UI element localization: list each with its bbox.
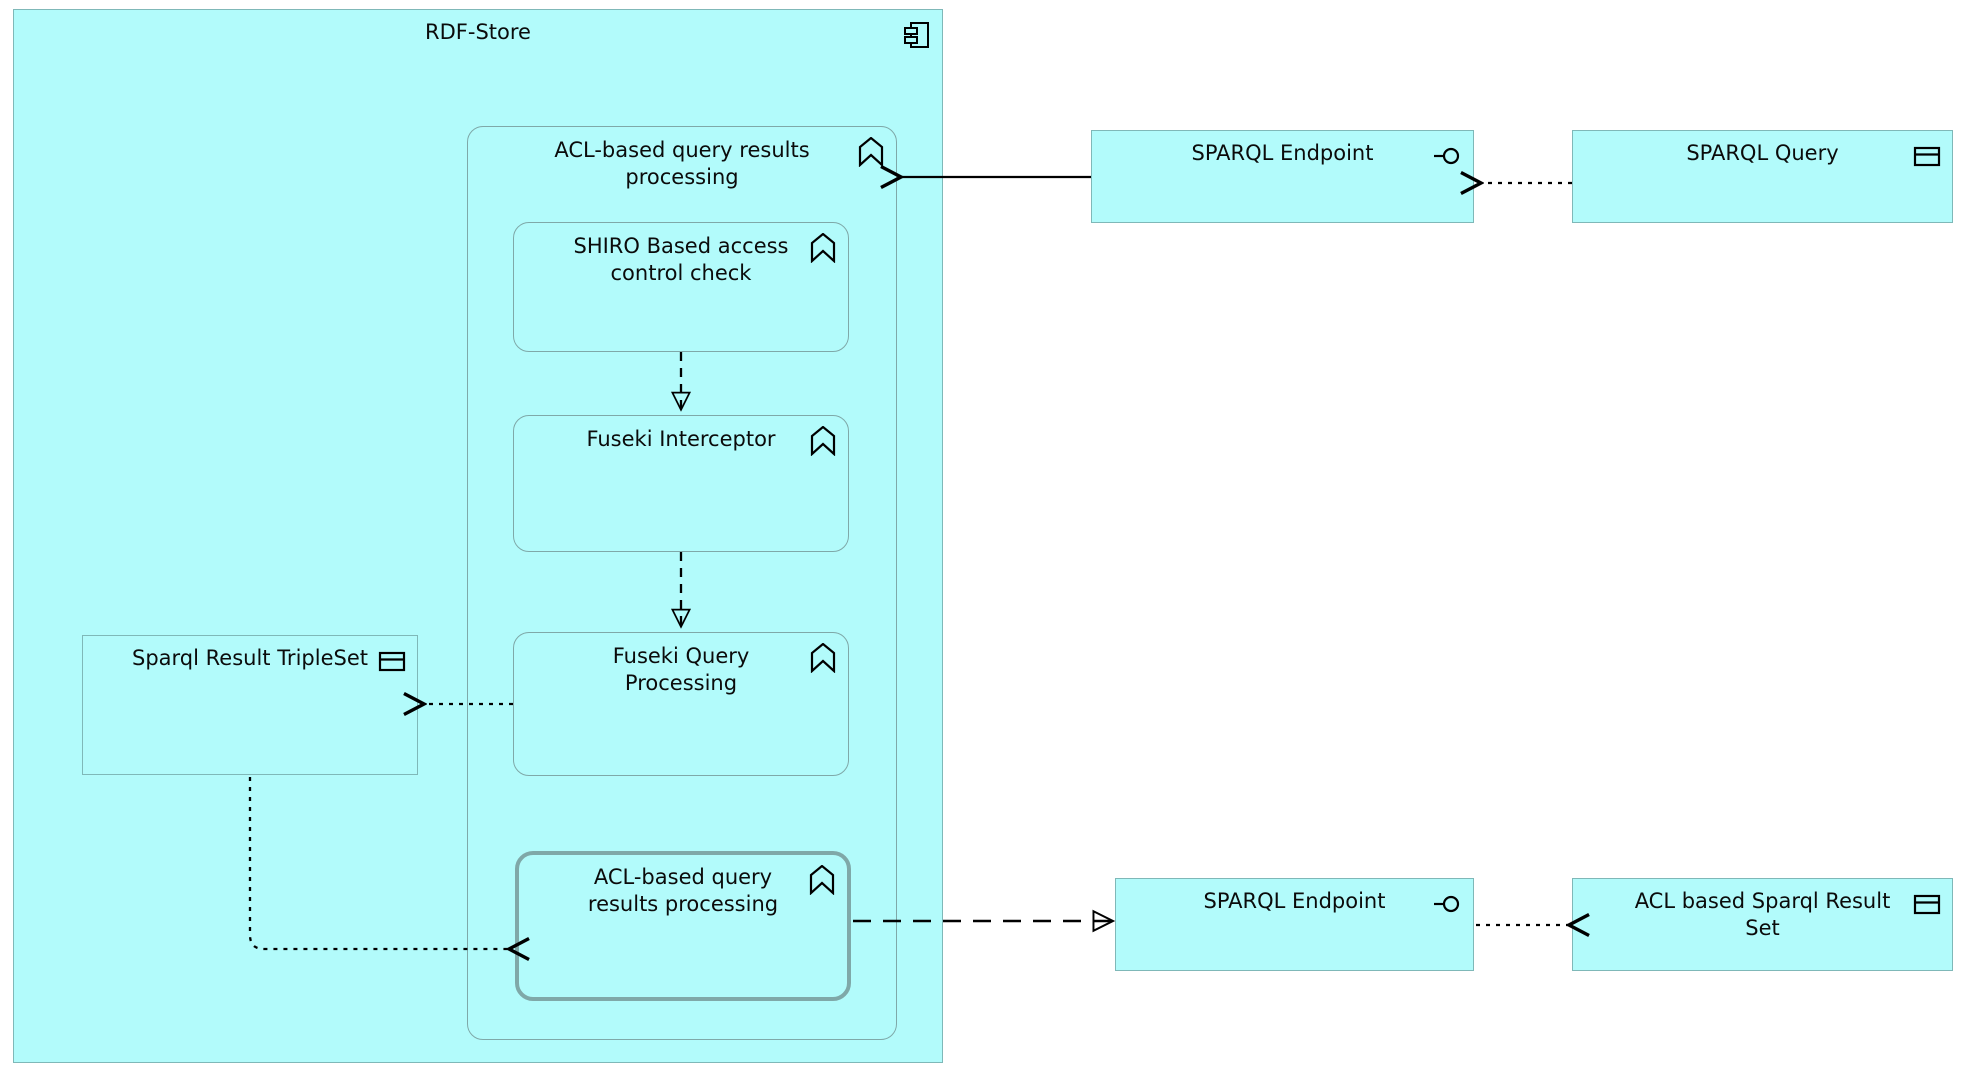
function-fuseki-query-processing-label: Fuseki Query Processing	[612, 644, 750, 695]
data-object-icon	[1912, 141, 1942, 171]
container-rdf-store-label: RDF-Store	[425, 20, 531, 44]
interface-sparql-endpoint-top[interactable]: SPARQL Endpoint	[1091, 130, 1474, 223]
function-shiro-based-access-control-check[interactable]: SHIRO Based access control check	[513, 222, 849, 352]
data-object-acl-based-sparql-result-set-label: ACL based Sparql Result Set	[1634, 889, 1891, 940]
provided-interface-lollipop-icon	[1433, 141, 1463, 171]
function-acl-inner-label: ACL-based query results processing	[587, 865, 779, 916]
data-object-sparql-query-label: SPARQL Query	[1686, 141, 1839, 165]
data-object-sparql-result-tripleset-label: Sparql Result TripleSet	[132, 646, 368, 670]
component-icon	[902, 20, 932, 50]
data-object-icon	[1912, 889, 1942, 919]
provided-interface-lollipop-icon	[1433, 889, 1463, 919]
function-shiro-label: SHIRO Based access control check	[573, 234, 789, 285]
function-chevron-icon	[808, 426, 838, 456]
data-object-icon	[377, 646, 407, 676]
function-chevron-icon	[808, 643, 838, 673]
data-object-sparql-query[interactable]: SPARQL Query	[1572, 130, 1953, 223]
function-chevron-icon	[807, 865, 837, 895]
interface-sparql-endpoint-top-label: SPARQL Endpoint	[1191, 141, 1374, 165]
data-object-sparql-result-tripleset[interactable]: Sparql Result TripleSet	[82, 635, 418, 775]
function-chevron-icon	[856, 137, 886, 167]
data-object-acl-based-sparql-result-set[interactable]: ACL based Sparql Result Set	[1572, 878, 1953, 971]
function-acl-based-query-results-processing-inner[interactable]: ACL-based query results processing	[515, 851, 851, 1001]
function-fuseki-interceptor[interactable]: Fuseki Interceptor	[513, 415, 849, 552]
interface-sparql-endpoint-bottom-label: SPARQL Endpoint	[1203, 889, 1386, 913]
function-chevron-icon	[808, 233, 838, 263]
interface-sparql-endpoint-bottom[interactable]: SPARQL Endpoint	[1115, 878, 1474, 971]
function-fuseki-query-processing[interactable]: Fuseki Query Processing	[513, 632, 849, 776]
function-outer-label: ACL-based query results processing	[554, 138, 810, 189]
function-fuseki-interceptor-label: Fuseki Interceptor	[586, 427, 776, 451]
